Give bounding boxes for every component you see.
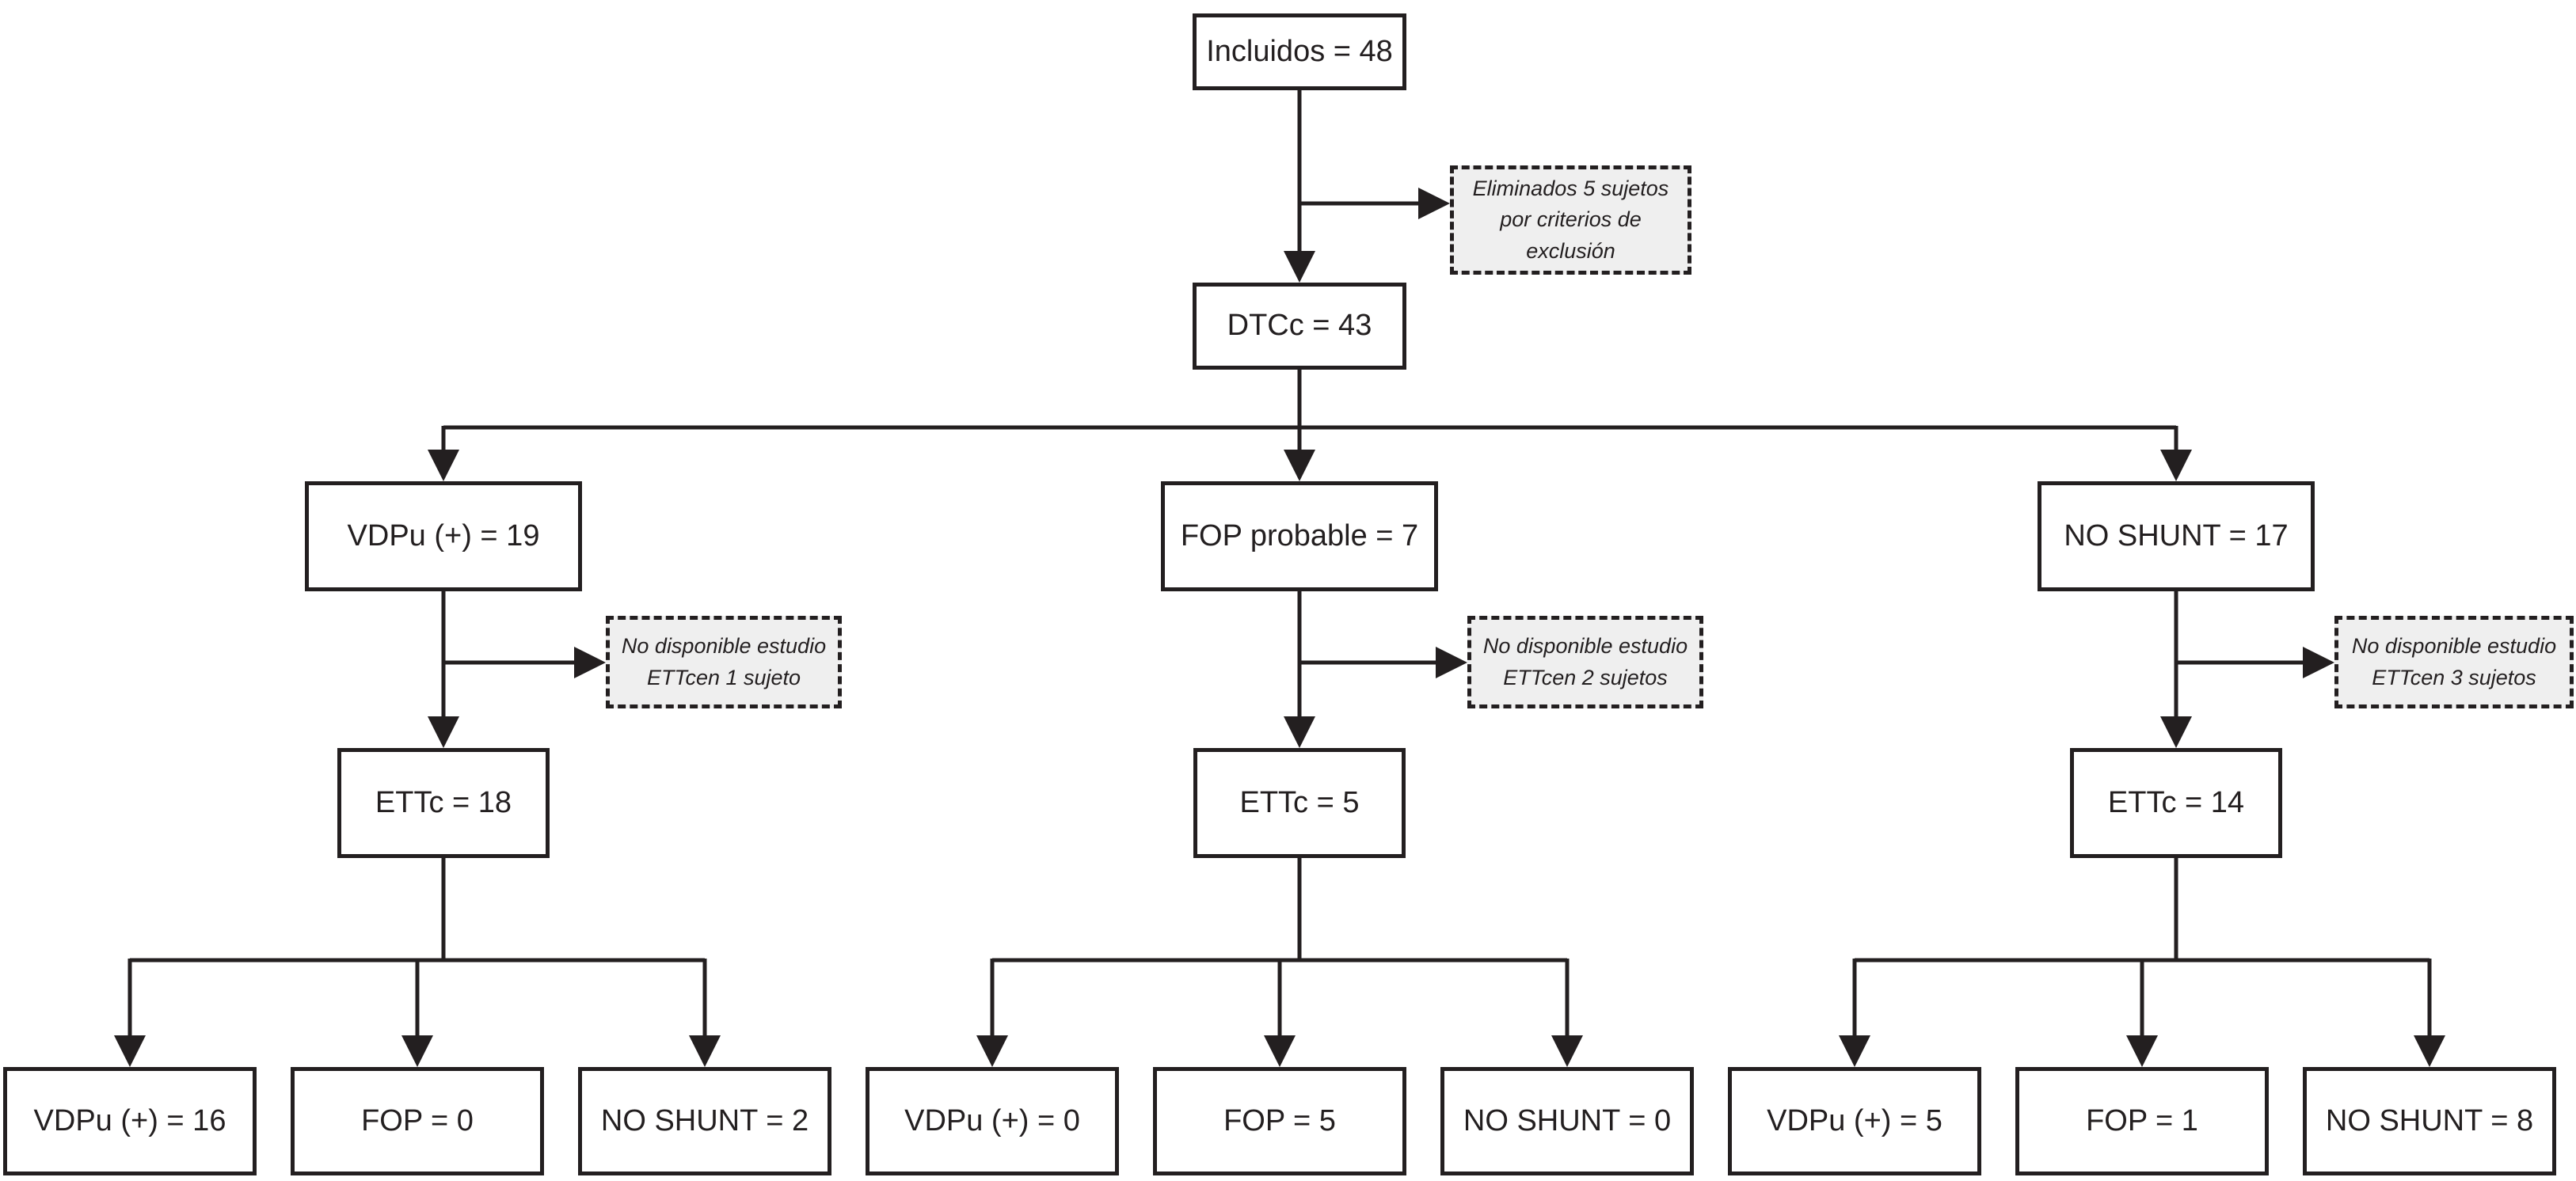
note-ettcen-2: No disponible estudio ETTcen 2 sujetos [1467,616,1703,708]
note-ettcen-1: No disponible estudio ETTcen 1 sujeto [606,616,842,708]
node-result-noshunt-2: NO SHUNT = 2 [578,1067,831,1175]
node-dtcc: DTCc = 43 [1193,283,1406,370]
node-incluidos: Incluidos = 48 [1193,13,1406,90]
node-result-noshunt-0: NO SHUNT = 0 [1440,1067,1694,1175]
node-ettc-14: ETTc = 14 [2070,748,2282,858]
node-result-vdpu-0: VDPu (+) = 0 [866,1067,1119,1175]
node-result-vdpu-5: VDPu (+) = 5 [1728,1067,1981,1175]
node-result-fop-5: FOP = 5 [1153,1067,1406,1175]
note-ettcen-3: No disponible estudio ETTcen 3 sujetos [2334,616,2574,708]
node-ettc-18: ETTc = 18 [337,748,550,858]
node-result-vdpu-16: VDPu (+) = 16 [3,1067,257,1175]
node-result-fop-1: FOP = 1 [2015,1067,2269,1175]
node-fop-probable-7: FOP probable = 7 [1161,481,1438,591]
node-vdpu-19: VDPu (+) = 19 [305,481,582,591]
note-exclusion: Eliminados 5 sujetos por criterios de ex… [1450,165,1691,275]
node-result-fop-0: FOP = 0 [291,1067,544,1175]
node-result-noshunt-8: NO SHUNT = 8 [2303,1067,2556,1175]
node-no-shunt-17: NO SHUNT = 17 [2038,481,2315,591]
node-ettc-5: ETTc = 5 [1193,748,1406,858]
